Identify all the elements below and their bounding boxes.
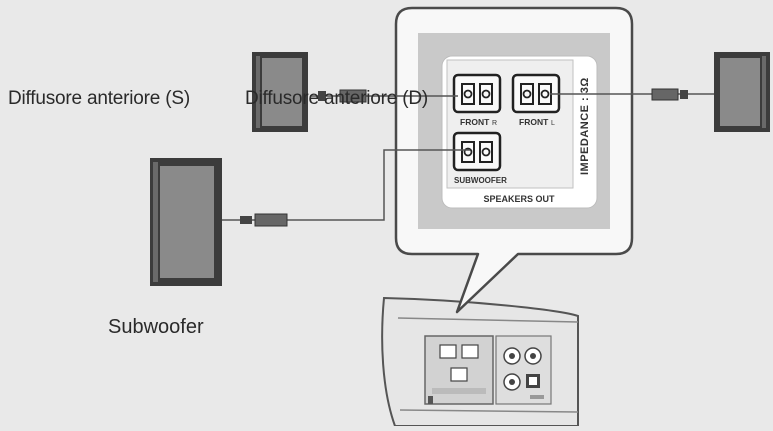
terminal-front-r-mark: R bbox=[492, 120, 497, 127]
unit-terminal-front-l bbox=[461, 344, 479, 359]
subwoofer-label: Subwoofer bbox=[108, 316, 204, 338]
front-right-speaker bbox=[714, 52, 770, 132]
unit-io-block bbox=[495, 335, 552, 405]
plug-front-left bbox=[318, 89, 367, 103]
terminal-front-r bbox=[452, 73, 502, 114]
terminal-subwoofer-label: SUBWOOFER bbox=[454, 176, 507, 185]
front-left-speaker bbox=[252, 52, 308, 132]
terminal-front-r-label: FRONT bbox=[460, 117, 490, 127]
plug-subwoofer bbox=[240, 213, 288, 227]
speakers-out-label: SPEAKERS OUT bbox=[483, 194, 555, 204]
front-left-speaker-label: Diffusore anteriore (S) bbox=[8, 88, 190, 109]
plug-front-right bbox=[651, 88, 688, 101]
main-unit bbox=[381, 296, 579, 427]
cable-subwoofer bbox=[222, 149, 470, 221]
terminal-front-l-mark: L bbox=[551, 120, 555, 127]
unit-terminal-front-r bbox=[439, 344, 457, 359]
front-right-speaker-label: Diffusore anteriore (D) bbox=[245, 88, 429, 109]
unit-terminal-subwoofer bbox=[450, 367, 468, 382]
impedance-label: IMPEDANCE : 3Ω bbox=[579, 77, 591, 175]
cables bbox=[222, 93, 716, 221]
subwoofer-speaker bbox=[150, 158, 222, 286]
terminal-front-l-label: FRONT bbox=[519, 117, 549, 127]
terminal-subwoofer bbox=[452, 131, 502, 172]
